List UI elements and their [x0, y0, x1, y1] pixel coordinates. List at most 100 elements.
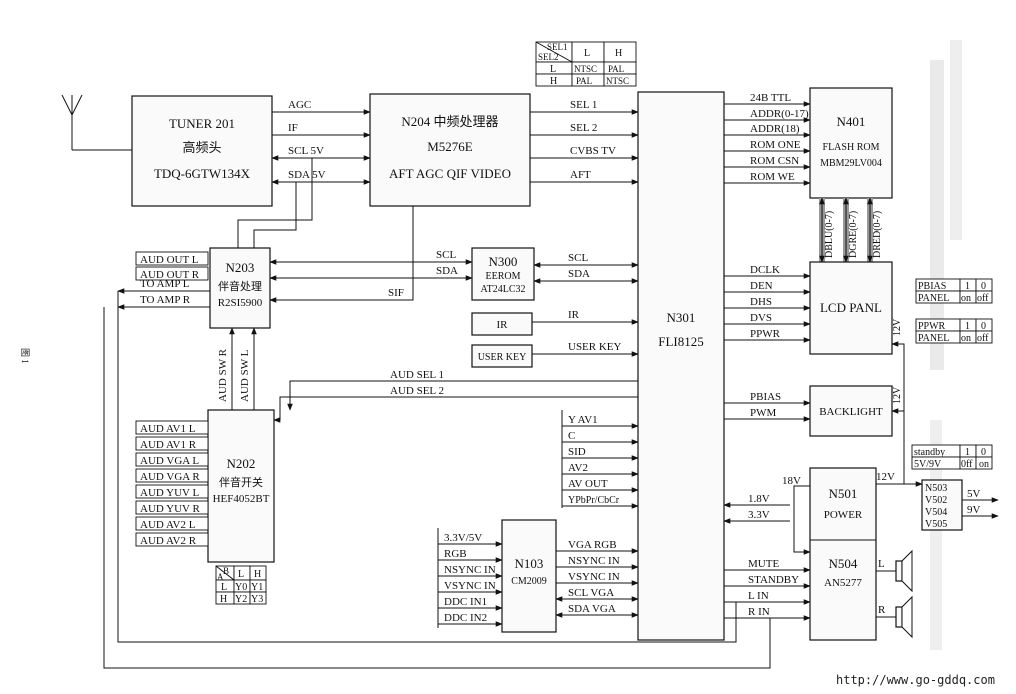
svg-text:L: L [238, 569, 244, 580]
svg-text:AUD AV1 L: AUD AV1 L [140, 423, 196, 435]
power-rails-n301: 1.8V 3.3V [723, 493, 790, 524]
label-sid: SID [568, 446, 586, 458]
label-9v-out: 9V [967, 504, 981, 516]
svg-text:NTSC: NTSC [574, 64, 597, 74]
n300-model: AT24LC32 [481, 284, 526, 295]
svg-text:0: 0 [981, 321, 986, 332]
svg-text:Y0: Y0 [235, 582, 247, 593]
n103-name: N103 [515, 556, 544, 571]
signal-cvbs-tv: CVBS TV [570, 145, 616, 157]
label-r-in: R IN [748, 606, 770, 618]
svg-text:AUD YUV R: AUD YUV R [140, 503, 201, 515]
signal-sel-1: SEL 1 [570, 99, 597, 111]
label-dred: DRED(0-7) [872, 211, 883, 258]
label-aud-sel-2: AUD SEL 2 [390, 385, 444, 397]
label-dgre: DGRE(0-7) [848, 211, 859, 258]
n202-n203-wires: AUD SW R AUD SW L [217, 327, 257, 410]
svg-text:N503: N503 [925, 483, 947, 494]
svg-text:PPWR: PPWR [918, 321, 946, 332]
tuner-name: TUNER 201 [169, 116, 235, 131]
n504-audio-amp-block: N504 AN5277 [824, 556, 862, 589]
label-aud-sw-l: AUD SW L [239, 349, 251, 402]
tuner-sub: 高频头 [182, 140, 221, 155]
n203-left-io: AUD OUT L AUD OUT R TO AMP L TO AMP R [117, 251, 210, 310]
speaker-right-icon: R [876, 595, 913, 639]
n301-name: N301 [667, 310, 696, 325]
svg-text:PAL: PAL [576, 76, 592, 86]
ir-name: IR [497, 319, 509, 331]
n203-n300-bus: SCL SDA [269, 249, 473, 281]
svg-text:H: H [550, 76, 557, 87]
svg-text:AUD AV1 R: AUD AV1 R [140, 439, 197, 451]
svg-text:A: A [217, 572, 224, 582]
n301-main-controller-block: N301 FLI8125 [637, 91, 725, 641]
label-addr-18: ADDR(18) [750, 123, 800, 135]
label-to-amp-r: TO AMP R [140, 294, 191, 306]
n103-vga-block: N103 CM2009 [501, 519, 557, 633]
lcd-name: LCD PANL [820, 300, 882, 315]
label-scl-n300: SCL [568, 252, 588, 264]
svg-text:V502: V502 [925, 495, 947, 506]
figure-side-label: 图 1 [20, 348, 30, 364]
label-sda-vga: SDA VGA [568, 603, 616, 615]
n301-n504-signals: MUTE STANDBY L IN R IN [724, 558, 811, 621]
n204-name: N204 中频处理器 [401, 114, 498, 129]
n401-name: N401 [837, 114, 866, 129]
label-pbias: PBIAS [750, 391, 781, 403]
label-scl-n203: SCL [436, 249, 456, 261]
svg-text:on: on [961, 333, 971, 344]
label-l-in: L IN [748, 590, 769, 602]
n301-n401-signals: 24B TTL ADDR(0-17) ADDR(18) ROM ONE ROM … [724, 92, 811, 186]
svg-text:standby: standby [914, 447, 945, 458]
antenna-icon [61, 94, 132, 151]
svg-text:L: L [584, 48, 590, 59]
signal-if: IF [288, 122, 298, 134]
n501-power-block: N501 POWER [809, 467, 877, 641]
signal-sda-5v: SDA 5V [288, 169, 326, 181]
lcd-panel-block: LCD PANL [809, 261, 893, 355]
label-ddc-in1: DDC IN1 [444, 596, 487, 608]
n203-sub: 伴音处理 [218, 279, 262, 293]
svg-text:H: H [220, 594, 227, 605]
label-24b-ttl: 24B TTL [750, 92, 791, 104]
n202-sub: 伴音开关 [219, 475, 263, 489]
tuner-n204-signals: AGC IF SCL 5V SDA 5V [271, 99, 371, 185]
label-vga-rgb: VGA RGB [568, 539, 617, 551]
n300-n301-bus: SCL SDA [533, 252, 639, 284]
label-mute: MUTE [748, 558, 779, 570]
signal-aft: AFT [570, 169, 591, 181]
svg-text:SEL2: SEL2 [538, 52, 559, 62]
label-speaker-l: L [878, 558, 885, 570]
n204-sub: AFT AGC QIF VIDEO [389, 166, 511, 181]
backlight-name: BACKLIGHT [819, 406, 883, 418]
svg-text:Y3: Y3 [251, 594, 263, 605]
label-c: C [568, 430, 575, 442]
n203-name: N203 [226, 260, 255, 275]
n504-name: N504 [829, 556, 858, 571]
label-12v-n501: 12V [876, 471, 895, 483]
label-dclk: DCLK [750, 264, 780, 276]
svg-text:1: 1 [965, 321, 970, 332]
label-3v3-5v: 3.3V/5V [444, 532, 482, 544]
svg-text:B: B [223, 566, 229, 576]
svg-text:V504: V504 [925, 507, 947, 518]
12v-rail: 12V 12V [891, 318, 905, 484]
label-aud-sel-1: AUD SEL 1 [390, 369, 444, 381]
signal-sel-2: SEL 2 [570, 122, 597, 134]
n401-model: MBM29LV004 [820, 158, 882, 169]
pbias-table: PBIAS 1 0 PANEL on off [915, 278, 993, 304]
footer-url: http://www.go-gddq.com [836, 673, 995, 687]
svg-text:L: L [221, 582, 227, 593]
n401-sub: FLASH ROM [823, 142, 880, 153]
label-den: DEN [750, 280, 773, 292]
n203-audio-processor-block: N203 伴音处理 R2SI5900 [209, 247, 271, 329]
label-user-key: USER KEY [568, 341, 622, 353]
video-input-signals: Y AV1 C SID AV2 AV OUT YPbPr/CbCr [561, 410, 639, 509]
aud-sel-lines: AUD SEL 1 AUD SEL 2 [273, 369, 638, 423]
18v-feed: 18V [782, 475, 811, 555]
rgb-data-bus: DBLU(0-7) DGRE(0-7) DRED(0-7) [819, 197, 883, 263]
n301-backlight-signals: PBIAS PWM [724, 391, 811, 422]
svg-text:off: off [977, 333, 989, 344]
tuner-control-wires: SIF [237, 158, 414, 303]
